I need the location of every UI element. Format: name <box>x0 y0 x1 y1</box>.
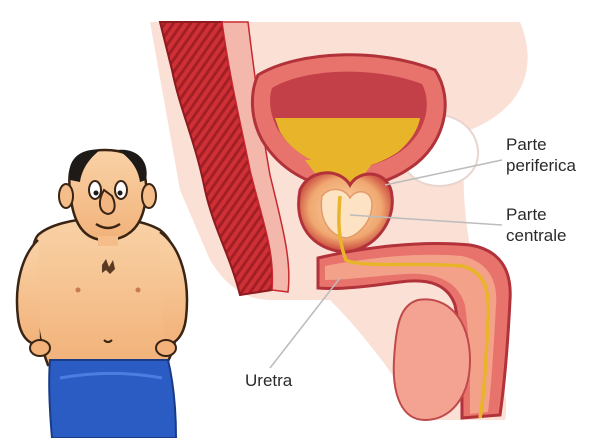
testicle <box>394 299 470 420</box>
label-uretra: Uretra <box>245 370 292 391</box>
label-parte-centrale-line2: centrale <box>506 225 566 246</box>
man-eye-left <box>89 181 101 199</box>
man-ear-right <box>142 184 156 208</box>
man-left-arm <box>17 240 40 345</box>
man-pupil-left <box>94 191 99 196</box>
man-ear-left <box>59 184 73 208</box>
man-neck <box>98 236 118 246</box>
pelvis-anatomy-illustration <box>150 22 528 420</box>
man-hand-left <box>30 340 50 356</box>
man-cartoon-illustration <box>17 150 187 438</box>
man-eye-right <box>115 181 127 199</box>
man-pupil-right <box>118 191 123 196</box>
label-parte-periferica-line2: periferica <box>506 155 576 176</box>
label-parte-centrale: Parte centrale <box>506 204 566 246</box>
man-jeans <box>49 360 176 438</box>
label-parte-periferica-line1: Parte <box>506 134 576 155</box>
label-parte-centrale-line1: Parte <box>506 204 566 225</box>
man-nipple-right <box>136 288 141 293</box>
man-nipple-left <box>76 288 81 293</box>
label-uretra-text: Uretra <box>245 370 292 391</box>
label-parte-periferica: Parte periferica <box>506 134 576 176</box>
man-right-arm <box>160 232 187 345</box>
man-hand-right <box>156 340 176 356</box>
